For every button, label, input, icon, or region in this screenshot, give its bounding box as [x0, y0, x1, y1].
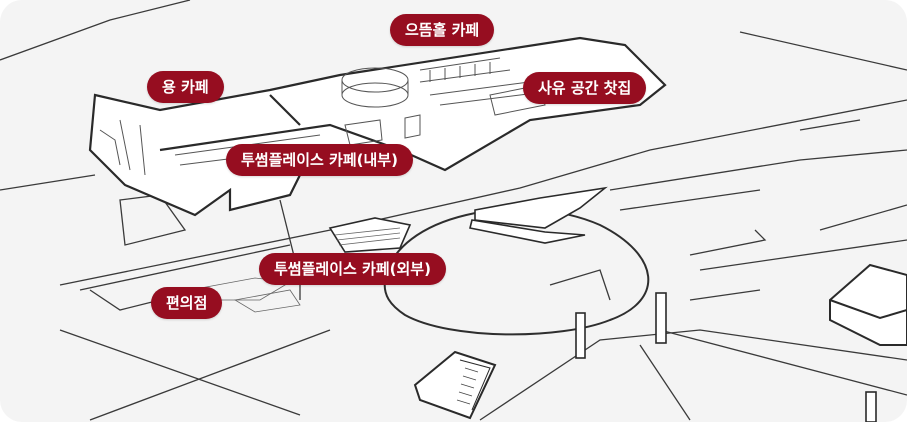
pavilion-slats	[456, 367, 479, 405]
pillars	[575, 292, 877, 422]
right-building	[829, 263, 907, 346]
main-building	[88, 36, 667, 217]
plaza-wings	[328, 186, 608, 253]
marker-yong-cafe[interactable]: 용 카페	[147, 71, 224, 103]
marker-eumtteum-hall-cafe[interactable]: 으뜸홀 카페	[390, 14, 495, 46]
marker-twosome-outside[interactable]: 투썸플레이스 카페(외부)	[259, 253, 446, 285]
building-details	[99, 57, 561, 176]
pavilion	[413, 350, 497, 420]
marker-convenience-store[interactable]: 편의점	[151, 287, 223, 319]
marker-sayu-space-teahouse[interactable]: 사유 공간 찻집	[523, 72, 647, 104]
steps	[188, 227, 401, 313]
marker-twosome-inside[interactable]: 투썸플레이스 카페(내부)	[226, 144, 413, 176]
